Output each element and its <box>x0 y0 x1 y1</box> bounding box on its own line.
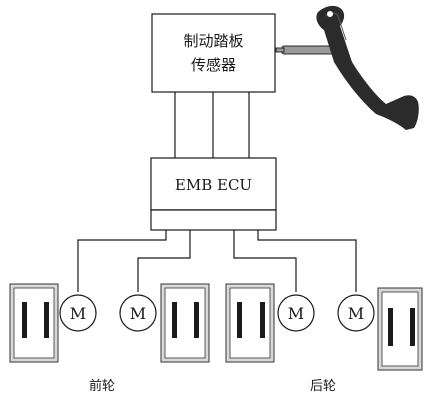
motor-label: M <box>130 304 146 323</box>
brake-pad <box>260 302 265 338</box>
brake-pad <box>410 308 415 346</box>
ecu-connector-strip <box>150 209 277 231</box>
brake-pad <box>237 302 242 338</box>
pedal-arm <box>316 5 419 131</box>
wheel-brake-icon <box>9 283 59 363</box>
front-wheels-label: 前轮 <box>89 378 115 394</box>
motor-circle <box>277 294 315 332</box>
brake-pad <box>44 302 49 338</box>
brake-pad <box>22 302 27 338</box>
motor-label: M <box>348 304 364 323</box>
motor-circle <box>119 294 157 332</box>
sensor-box <box>151 13 276 93</box>
motor-2: M <box>119 294 157 332</box>
emb-ecu: EMB ECU <box>150 157 277 231</box>
wheel-brake-icon <box>160 283 210 363</box>
ecu-motor-wire <box>77 230 167 292</box>
ecu-motor-wires <box>77 230 357 292</box>
sensor-label-line1: 制动踏板 <box>183 32 243 50</box>
motor-4: M <box>337 294 375 332</box>
ecu-motor-wire <box>233 230 297 292</box>
brake-pedal-sensor: 制动踏板 传感器 <box>151 13 276 93</box>
brake-pedal-icon <box>275 5 419 131</box>
sensor-ecu-wires <box>174 92 250 158</box>
ecu-motor-wire <box>137 230 191 292</box>
brake-pad <box>194 302 199 338</box>
motor-label: M <box>70 304 86 323</box>
ecu-motor-wire <box>257 230 357 292</box>
brake-pad <box>388 308 393 346</box>
sensor-plunger <box>275 47 285 53</box>
motor-label: M <box>288 304 304 323</box>
motor-circle <box>59 294 97 332</box>
wheel-brake-icon <box>377 287 423 371</box>
brake-pad <box>172 302 177 338</box>
pedal-pivot <box>327 11 333 17</box>
rear-wheels-label: 后轮 <box>310 379 336 394</box>
ecu-label: EMB ECU <box>175 176 252 194</box>
motor-3: M <box>277 294 315 332</box>
motor-1: M <box>59 294 97 332</box>
motor-circle <box>337 294 375 332</box>
sensor-label-line2: 传感器 <box>191 56 236 74</box>
wheel-brake-icon <box>225 283 275 363</box>
